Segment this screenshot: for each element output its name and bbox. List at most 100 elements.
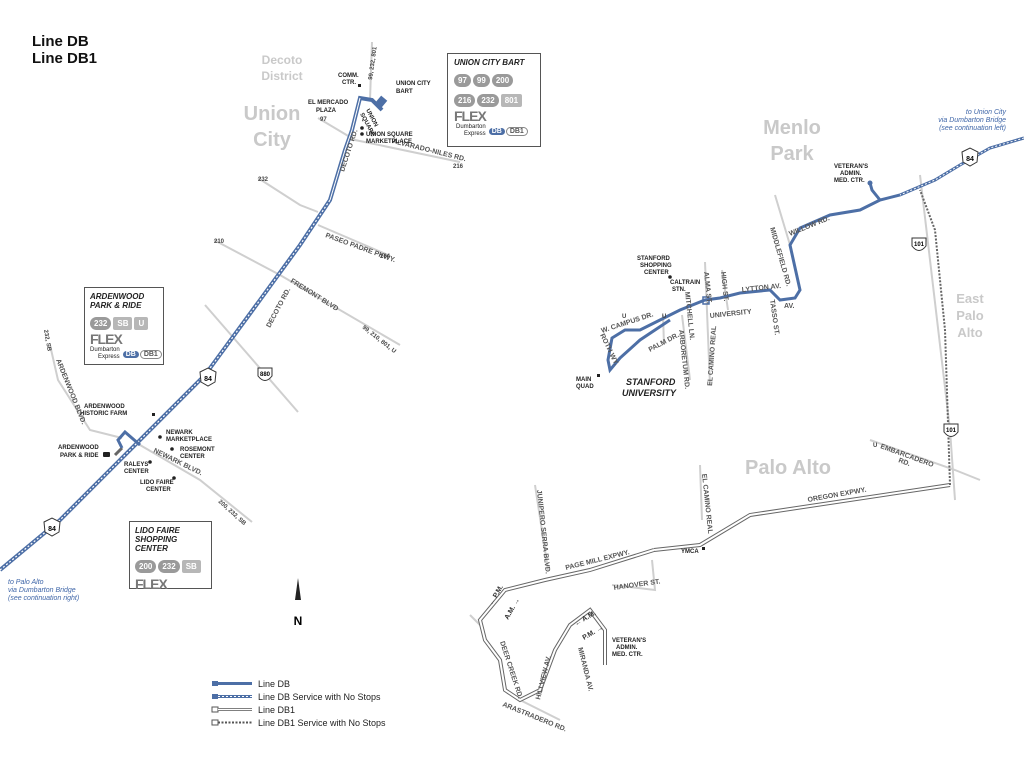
marker-ardenwood-farm: [152, 413, 155, 416]
poi-va-pa-3: MED. CTR.: [612, 652, 643, 658]
road-el-camino-south: [699, 464, 703, 521]
marker-marketplace: [360, 132, 364, 136]
poi-university: UNIVERSITY: [622, 388, 677, 398]
marker-comm-ctr: [358, 84, 361, 87]
north-arrow-icon: [295, 578, 301, 600]
highway-shields: 84 84 84 880 101 101: [43, 147, 979, 537]
marker-union-square: [360, 126, 364, 130]
poi-usm: UNION SQUARE: [366, 132, 413, 138]
note-via-bridge-1: via Dumbarton Bridge: [938, 117, 1006, 124]
route-pill: 99: [472, 74, 490, 87]
poi-ardenwood-farm-2: HISTORIC FARM: [80, 411, 127, 417]
poi-ardenwood-farm: ARDENWOOD: [84, 404, 125, 410]
shield-ca84-a: 84: [199, 367, 217, 387]
shield-us101-b: 101: [943, 423, 959, 437]
label-miranda: MIRANDA AV.: [576, 647, 594, 692]
poi-ardenwood-pr: ARDENWOOD: [58, 445, 99, 451]
road-arboretum: [681, 314, 691, 381]
express-row: Dumbarton Express DB DB1: [456, 124, 540, 138]
marker-bart: [374, 95, 388, 109]
route-pill-square: U: [134, 317, 149, 330]
road-stub-pm: [469, 614, 481, 626]
legend-db-nostop: Line DB Service with No Stops: [258, 692, 381, 702]
route-pill-square: SB: [113, 317, 133, 330]
label-lytton: LYTTON AV.: [741, 283, 781, 294]
poi-va-pa: VETERAN'S: [612, 638, 646, 644]
route-pill: 200: [491, 74, 514, 87]
shield-ca84-c: 84: [961, 147, 979, 167]
road-embarcadero: [869, 439, 981, 481]
poi-newark-2: MARKETPLACE: [166, 437, 212, 443]
shield-label: 101: [946, 428, 957, 434]
title-line-db1: Line DB1: [32, 50, 98, 67]
route-pill: 232: [477, 94, 499, 107]
ref-u-3: U: [873, 443, 877, 449]
area-city: City: [253, 129, 292, 151]
road-hanover: [611, 559, 657, 592]
north-arrow: N: [294, 578, 303, 628]
label-willow: WILLOW RD.: [788, 215, 831, 238]
shield-us101-a: 101: [911, 237, 927, 251]
badge-db: DB: [122, 350, 139, 358]
ref-232: 232: [258, 177, 269, 183]
ref-u-1: U: [622, 314, 626, 320]
note-via-bridge-2: via Dumbarton Bridge: [8, 587, 76, 594]
legend-db1: Line DB1: [258, 705, 296, 715]
poi-labels: COMM. CTR. UNION CITY BART EL MERCADO PL…: [58, 73, 868, 658]
box-title: UNION CITY BART: [454, 58, 525, 67]
legend-db1-nostop: Line DB1 Service with No Stops: [258, 718, 386, 728]
poi-ssc: STANFORD: [637, 256, 671, 262]
ref-u-2: U: [662, 314, 666, 320]
note-to-palo-alto: to Palo Alto: [8, 579, 44, 586]
poi-newark: NEWARK: [166, 430, 193, 436]
label-hillview: HILLVIEW AV.: [535, 655, 553, 701]
road-880: [204, 304, 299, 413]
label-embarcadero-rd: RD.: [897, 457, 911, 468]
ref-232-sb: 232, SB: [42, 329, 52, 352]
poi-va-menlo-2: ADMIN.: [840, 171, 862, 177]
poi-ymca: YMCA: [681, 549, 699, 555]
north-label: N: [294, 614, 303, 628]
shield-i880: 880: [257, 367, 273, 381]
road-alvarado-niles: [317, 117, 461, 163]
poi-va-pa-2: ADMIN.: [616, 645, 638, 651]
area-park: Park: [770, 143, 814, 165]
ref-210: 210: [214, 239, 225, 245]
express-label: Dumbarton Express: [90, 347, 120, 361]
title-line-db: Line DB: [32, 33, 89, 50]
box-title: LIDO FAIRE SHOPPING CENTER: [135, 526, 211, 553]
road-232: [257, 177, 319, 213]
route-pill-square: SB: [181, 560, 201, 573]
label-el-camino-north: EL CAMINO REAL: [707, 325, 718, 386]
road-newark: [139, 444, 253, 523]
poi-raleys-2: CENTER: [124, 469, 149, 475]
express-label-2: Express: [464, 131, 486, 137]
express-label-1: Dumbarton: [90, 347, 120, 353]
poi-caltrain-2: STN.: [672, 287, 686, 293]
area-labels: Decoto District Union City Menlo Park Ea…: [244, 53, 985, 479]
road-ardenwood: [49, 344, 123, 439]
road-alma: [704, 261, 711, 386]
label-tasso: TASSO ST.: [768, 299, 780, 335]
label-decoto-south: DECOTO RD.: [266, 287, 293, 329]
poi-usm-2: MARKETPLACE: [366, 139, 412, 145]
box-title-2: PARK & RIDE: [90, 301, 142, 310]
road-101: [919, 174, 956, 501]
label-fremont: FREMONT BLVD: [289, 278, 339, 313]
ref-264: 264: [380, 254, 391, 260]
poi-lido-2: CENTER: [146, 487, 171, 493]
badge-db1: DB1: [505, 126, 528, 136]
poi-rosemont-2: CENTER: [180, 454, 205, 460]
route-pill: 232: [90, 317, 112, 330]
shield-label: 101: [914, 242, 925, 248]
flex-logo: FLEX: [135, 576, 168, 592]
road-99-232-801: [369, 41, 373, 101]
label-alma: ALMA ST.: [702, 271, 712, 304]
box-title: ARDENWOOD PARK & RIDE: [90, 292, 163, 310]
road-arastradero: [519, 699, 561, 721]
poi-stanford: STANFORD: [626, 377, 676, 387]
badge-db: DB: [488, 127, 505, 135]
